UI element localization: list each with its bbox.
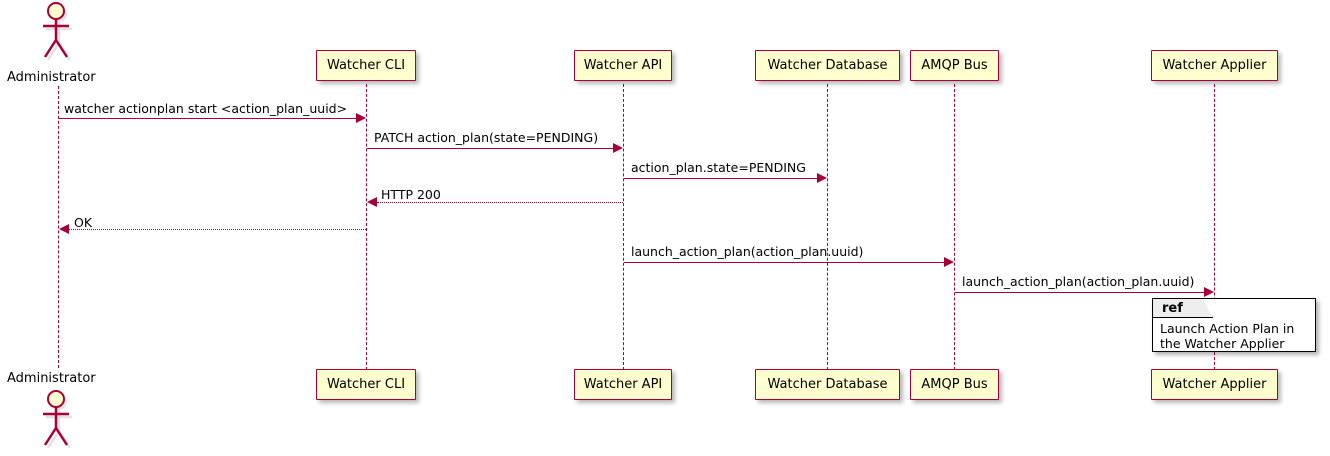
lifeline-watcher-applier [1214,84,1215,370]
ref-fragment-tab-label: ref [1153,299,1213,318]
message-label-7: launch_action_plan(action_plan.uuid) [962,274,1195,289]
message-line-7 [955,292,1204,293]
message-line-4 [377,202,623,203]
lifeline-administrator [58,86,59,368]
participant-watcher-cli-bottom[interactable]: Watcher CLI [316,369,416,400]
message-arrowhead-1 [356,113,366,123]
message-label-2: PATCH action_plan(state=PENDING) [374,130,599,145]
ref-fragment-body-text: Launch Action Plan in the Watcher Applie… [1160,321,1295,351]
lifeline-watcher-cli [366,84,367,370]
participant-watcher-database-bottom[interactable]: Watcher Database [755,369,900,400]
participant-amqp-bus-top[interactable]: AMQP Bus [910,50,999,81]
actor-label-administrator-bottom: Administrator [7,371,96,386]
message-arrowhead-3 [817,173,827,183]
message-arrowhead-7 [1204,287,1214,297]
message-arrowhead-4 [367,197,377,207]
message-arrowhead-6 [944,257,954,267]
participant-watcher-cli-top[interactable]: Watcher CLI [316,50,416,81]
participant-watcher-api-bottom[interactable]: Watcher API [574,369,672,400]
message-label-4: HTTP 200 [381,187,441,202]
participant-watcher-applier-top[interactable]: Watcher Applier [1151,50,1278,81]
participant-amqp-bus-bottom[interactable]: AMQP Bus [910,369,999,400]
message-line-1 [59,118,356,119]
message-arrowhead-2 [613,143,623,153]
participant-watcher-applier-bottom[interactable]: Watcher Applier [1151,369,1278,400]
message-line-5 [69,229,366,230]
participant-watcher-database-top[interactable]: Watcher Database [755,50,900,81]
message-label-3: action_plan.state=PENDING [631,160,806,175]
message-line-6 [624,262,944,263]
message-label-6: launch_action_plan(action_plan.uuid) [631,244,864,259]
lifeline-amqp-bus [954,84,955,370]
lifeline-watcher-api [623,84,624,370]
message-line-3 [624,178,817,179]
actor-label-administrator-top: Administrator [7,70,96,85]
message-label-1: watcher actionplan start <action_plan_uu… [64,101,348,116]
message-label-5: OK [74,215,93,230]
ref-fragment-launch-action-plan[interactable]: ref Launch Action Plan in the Watcher Ap… [1152,298,1316,352]
actor-icon-administrator-top [43,2,72,61]
message-line-2 [367,148,613,149]
lifeline-watcher-database [827,84,828,370]
actor-icon-administrator-bottom [43,390,72,449]
message-arrowhead-5 [59,224,69,234]
participant-watcher-api-top[interactable]: Watcher API [574,50,672,81]
